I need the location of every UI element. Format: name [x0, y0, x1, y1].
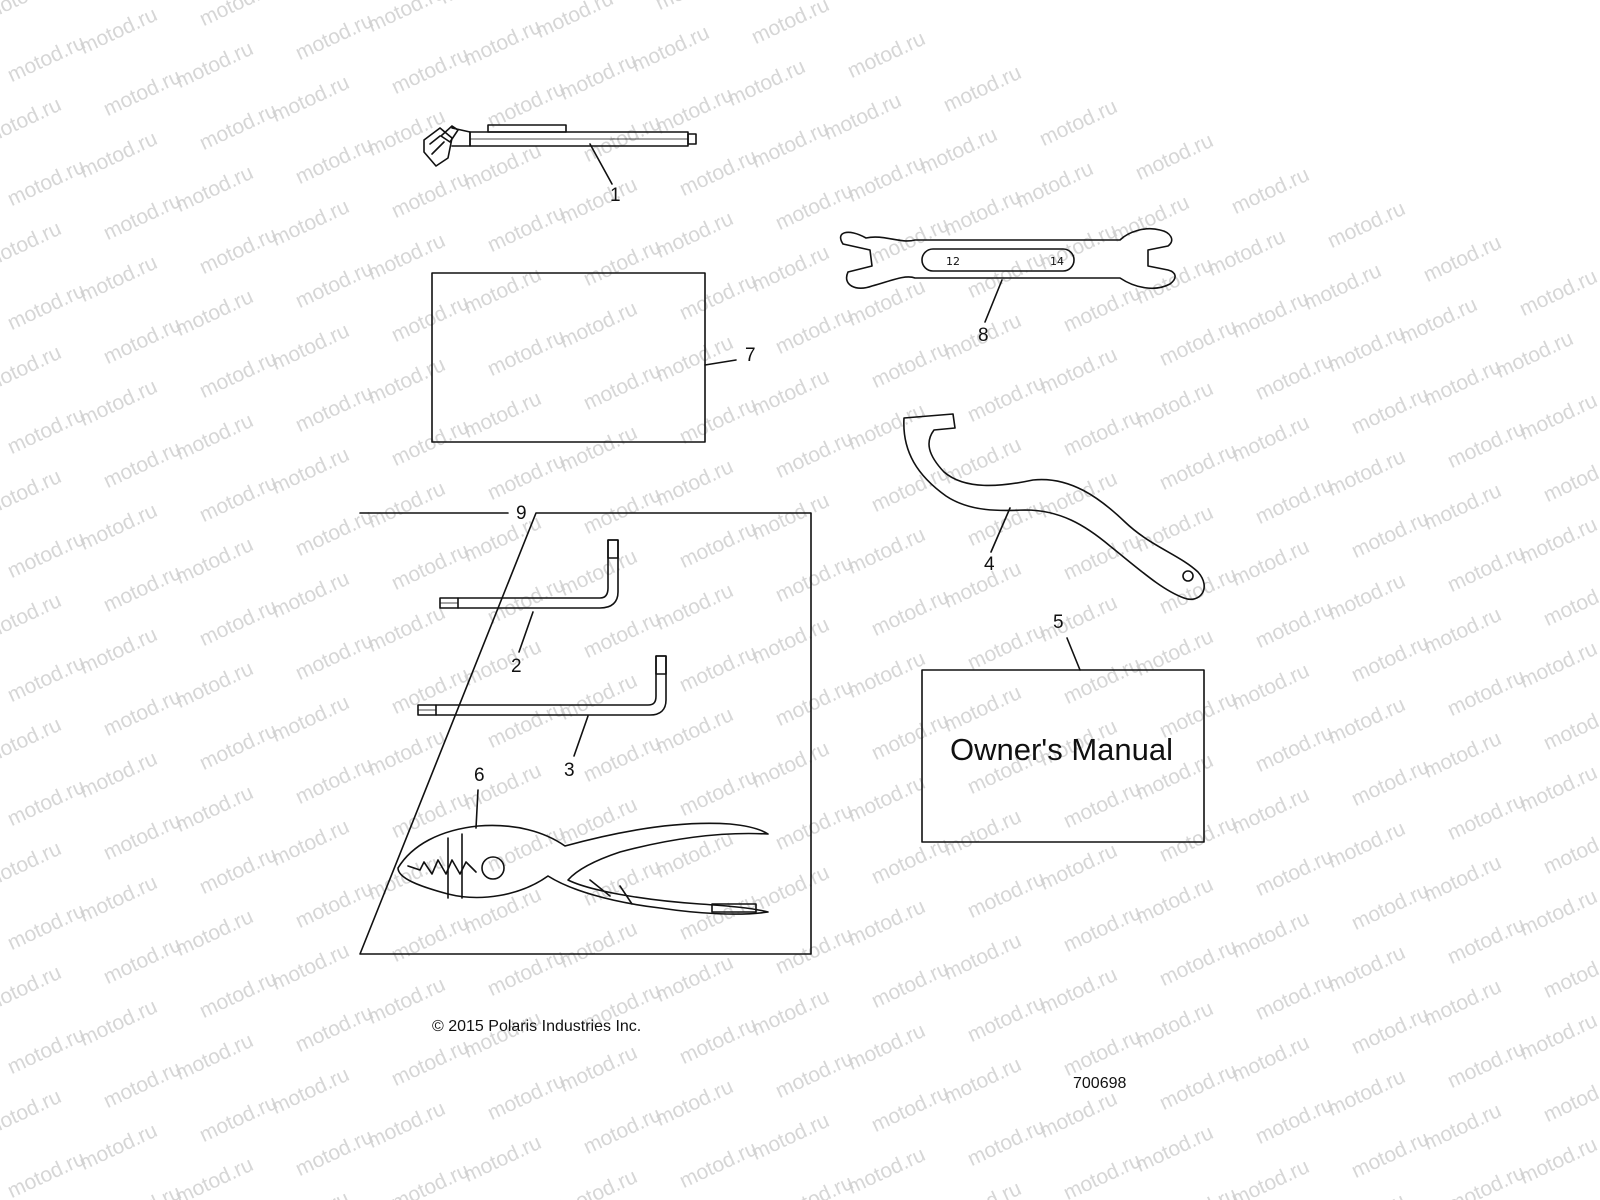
wrench-size-left: 12	[946, 255, 960, 268]
owners-manual-outline	[921, 669, 1205, 843]
hex-key-short-illustration	[439, 539, 619, 609]
callout-2: 2	[511, 656, 522, 677]
tool-pouch-outline	[431, 272, 706, 443]
diagram-number: 700698	[1073, 1075, 1127, 1092]
callout-1: 1	[610, 185, 621, 206]
leader-line-8	[984, 279, 1003, 323]
owners-manual-title: Owner's Manual	[950, 732, 1174, 767]
tool-kit-box	[359, 512, 812, 955]
leader-line-4	[990, 507, 1011, 553]
spanner-wrench-illustration	[903, 413, 1205, 601]
leader-line-7	[704, 359, 737, 366]
callout-4: 4	[984, 554, 995, 575]
tire-gauge-illustration	[423, 124, 697, 167]
callout-9: 9	[516, 503, 527, 524]
leader-line-6	[475, 789, 479, 829]
leader-line-5	[1066, 637, 1081, 671]
leader-line-1	[589, 143, 613, 185]
callout-5: 5	[1053, 612, 1064, 633]
copyright-notice: © 2015 Polaris Industries Inc.	[432, 1018, 642, 1035]
leader-line-3	[573, 715, 589, 757]
pliers-illustration	[397, 822, 769, 915]
callout-6: 6	[474, 765, 485, 786]
open-end-wrench-illustration: 12 14	[839, 227, 1176, 290]
hex-key-long-illustration	[417, 655, 667, 716]
callout-8: 8	[978, 325, 989, 346]
callout-7: 7	[745, 345, 756, 366]
leader-line-2	[518, 611, 534, 653]
callout-3: 3	[564, 760, 575, 781]
wrench-size-right: 14	[1050, 255, 1064, 268]
